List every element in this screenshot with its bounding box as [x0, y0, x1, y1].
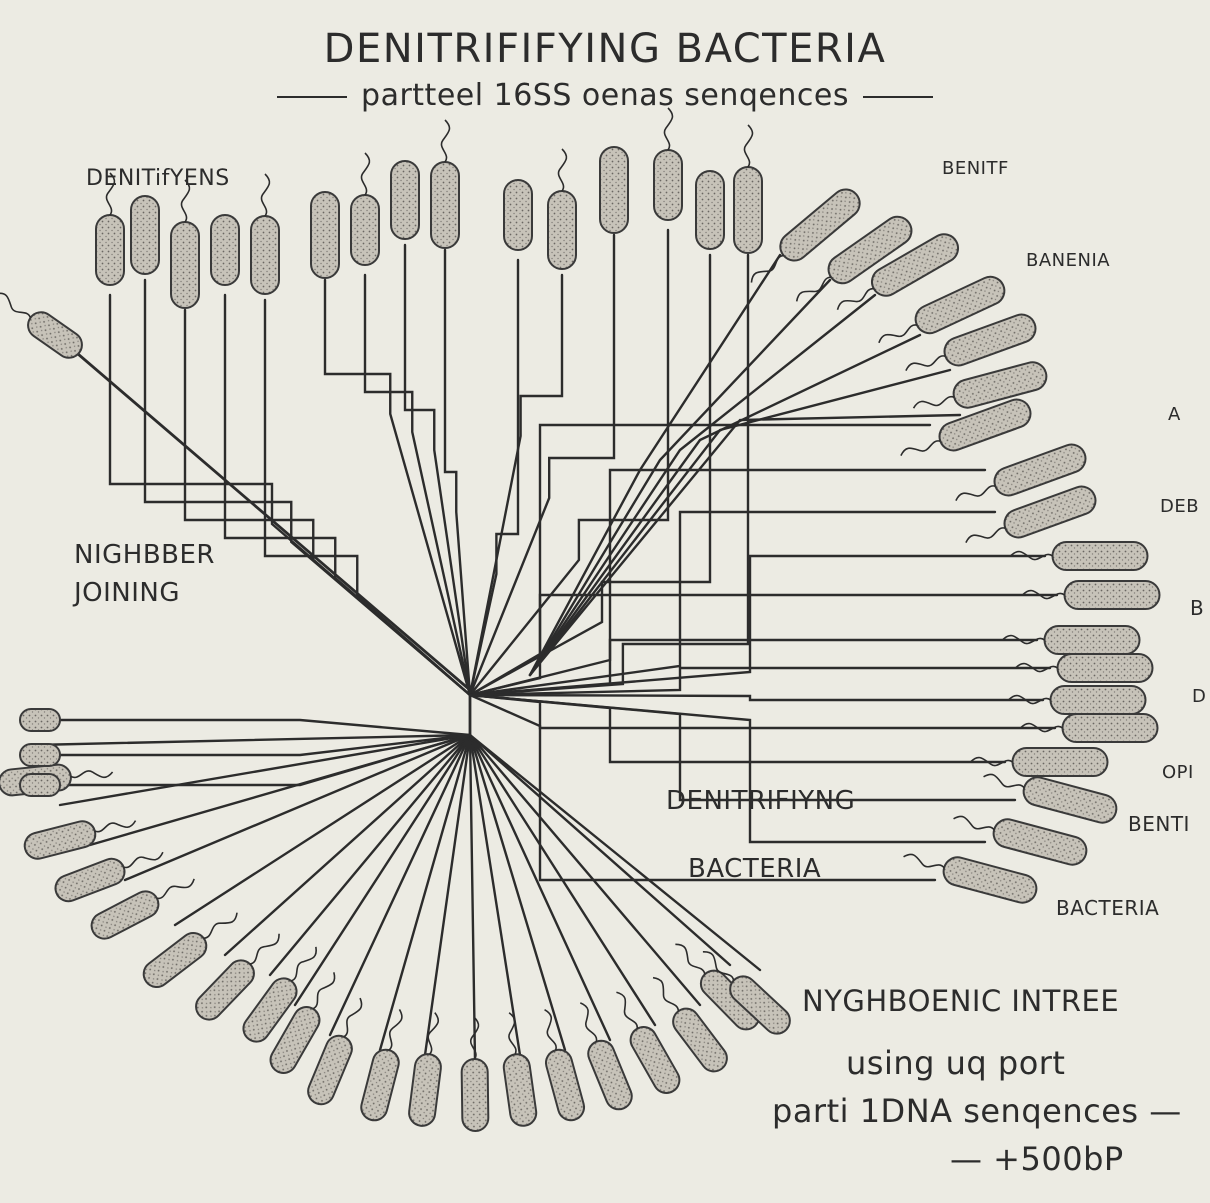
- middle-label-line1: DENITRIFIYNG: [666, 786, 855, 816]
- bacterium-top-7: [391, 161, 419, 239]
- branch-upper-right-2: [530, 295, 875, 675]
- label-right-5: OPI: [1162, 762, 1194, 783]
- bacterium-top-8: [431, 120, 459, 248]
- label-right-6: BENTI: [1128, 812, 1190, 836]
- bacterium-bottom-9: [358, 1006, 412, 1123]
- bacterium-right-12: [900, 843, 1040, 906]
- bacterium-top-6: [351, 153, 379, 265]
- footer-line1: NYGHBOENIC INTREE: [802, 984, 1119, 1018]
- footer-line4: — +500bP: [950, 1140, 1124, 1178]
- bacterium-top-12: [654, 108, 682, 220]
- branch-bottom-17: [470, 735, 730, 965]
- bacterium-bottom-13: [532, 1006, 587, 1123]
- branch-top-6: [365, 275, 470, 695]
- branch-upper-right-5: [530, 415, 960, 675]
- bacterium-left-2: [20, 774, 60, 796]
- bacterium-left-0: [20, 709, 60, 731]
- bacterium-top-11: [600, 147, 628, 233]
- branch-bottom-9: [380, 735, 470, 1050]
- bacterium-left-top: [0, 283, 87, 363]
- branch-upper-right-3: [530, 335, 920, 675]
- branch-bottom-12: [470, 735, 520, 1055]
- subtitle-text: partteel 16SS oenas senqences: [361, 78, 849, 113]
- branch-bottom-16: [470, 735, 700, 1005]
- subtitle-dash-left: [277, 96, 347, 98]
- label-right-7: BACTERIA: [1056, 896, 1159, 920]
- label-right-4: D: [1192, 686, 1206, 707]
- branch-top-3: [225, 295, 470, 695]
- label-right-3: B: [1190, 596, 1204, 620]
- page-subtitle: partteel 16SS oenas senqences: [0, 78, 1210, 113]
- bacteria-cells: [0, 108, 1159, 1131]
- method-label-line2: JOINING: [74, 578, 180, 608]
- label-right-2: DEB: [1160, 496, 1199, 517]
- branch-left-0: [60, 720, 470, 735]
- branch-bottom-3: [125, 735, 470, 880]
- bacterium-top-4: [251, 174, 279, 294]
- bacterium-top-1: [131, 196, 159, 274]
- branch-top-8: [445, 250, 470, 695]
- branch-right-11: [470, 695, 985, 842]
- bacterium-left-1: [20, 744, 60, 766]
- method-label-line1: NIGHBBER: [74, 540, 215, 570]
- bacterium-bottom-11: [461, 1017, 489, 1131]
- bacterium-top-3: [211, 215, 239, 285]
- bacterium-top-14: [734, 125, 762, 253]
- label-top-right-1: BENITF: [942, 158, 1009, 179]
- bacterium-top-10: [548, 149, 576, 269]
- bacterium-top-13: [696, 171, 724, 249]
- branch-top-7: [405, 245, 470, 695]
- branch-right-10: [470, 695, 1015, 800]
- middle-label-line2: BACTERIA: [688, 854, 821, 884]
- bacterium-bottom-12: [496, 1011, 538, 1128]
- footer-line3: parti 1DNA senqences —: [772, 1092, 1182, 1130]
- bacterium-top-9: [504, 180, 532, 250]
- branch-top-0: [110, 295, 470, 695]
- footer-line2: using uq port: [846, 1044, 1065, 1082]
- branch-left-diagonal: [50, 330, 470, 690]
- branch-right-7: [470, 695, 1043, 700]
- subtitle-dash-right: [863, 96, 933, 98]
- label-right-1: A: [1168, 404, 1181, 425]
- branch-top-1: [145, 280, 470, 695]
- label-top-left: DENITifYENS: [86, 166, 230, 191]
- branch-bottom-6: [270, 735, 470, 975]
- bacterium-top-2: [171, 180, 199, 308]
- branch-top-4: [265, 300, 470, 695]
- page-title: DENITRIFIFYING BACTERIA: [0, 26, 1210, 72]
- branch-top-9: [470, 260, 518, 695]
- branch-bottom-18: [470, 735, 760, 970]
- branch-bottom-13: [470, 735, 565, 1050]
- label-top-right-2: BANENIA: [1026, 250, 1110, 271]
- branch-bottom-11: [470, 735, 475, 1060]
- bacterium-top-5: [311, 192, 339, 278]
